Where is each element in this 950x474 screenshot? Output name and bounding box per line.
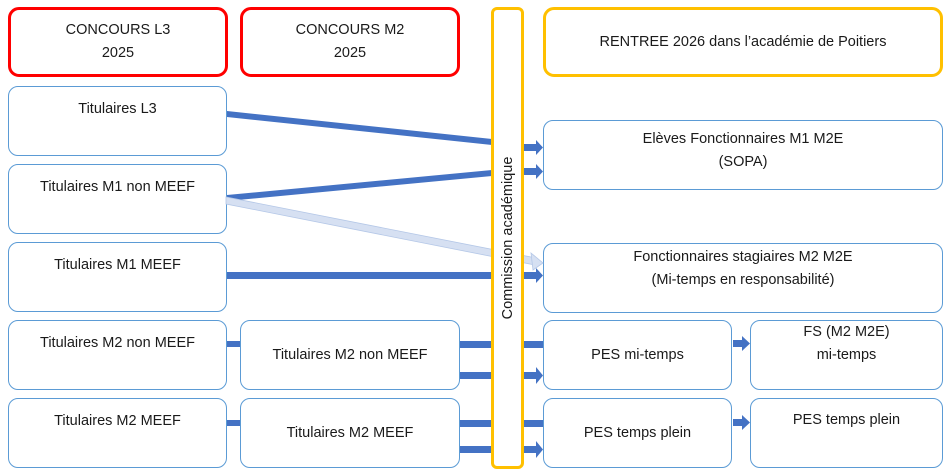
box-m2-titulaires-m2-non-meef: Titulaires M2 non MEEF [240, 320, 460, 390]
label-m2-titulaires-m2-meef: Titulaires M2 MEEF [286, 424, 414, 441]
label-titulaires-m2-meef: Titulaires M2 MEEF [54, 413, 181, 429]
label-eleves-line2: (SOPA) [718, 154, 768, 170]
rentree-header: RENTREE 2026 dans l’académie de Poitiers [543, 7, 943, 77]
box-fs-mi-temps: FS (M2 M2E) mi-temps [750, 320, 943, 390]
connector-m2col-nonmeef-b [460, 372, 492, 379]
label-titulaires-m2-non-meef: Titulaires M2 non MEEF [40, 335, 195, 351]
box-eleves-fonctionnaires: Elèves Fonctionnaires M1 M2E (SOPA) [543, 120, 943, 190]
box-titulaires-l3: Titulaires L3 [8, 86, 227, 156]
label-m2-titulaires-m2-non-meef: Titulaires M2 non MEEF [272, 346, 428, 363]
arrow-pes-plein-to-next [733, 415, 750, 430]
arrow-to-pes-temps-plein [524, 441, 543, 458]
box-titulaires-m2-meef: Titulaires M2 MEEF [8, 398, 227, 468]
connector-m2nonmeef-to-m2 [227, 341, 240, 347]
label-stagiaires-line2: (Mi-temps en responsabilité) [651, 272, 835, 288]
connector-m1nonmeef-to-commission [227, 170, 492, 201]
label-eleves-line1: Elèves Fonctionnaires M1 M2E [642, 131, 844, 147]
arrow-to-eleves-1 [524, 140, 543, 155]
label-fs-line1: FS (M2 M2E) [803, 324, 890, 340]
connector-m2meef-to-m2 [227, 420, 240, 426]
label-pes-temps-plein-next: PES temps plein [792, 412, 901, 428]
connector-l3-to-commission [227, 111, 492, 145]
label-titulaires-m1-meef: Titulaires M1 MEEF [54, 257, 181, 273]
label-stagiaires-line1: Fonctionnaires stagiaires M2 M2E [633, 249, 853, 265]
concours-m2-header: CONCOURS M2 2025 [240, 7, 460, 77]
connector-commission-to-pes-mi-temps-a [524, 341, 543, 348]
arrow-pes-mi-temps-to-fs [733, 336, 750, 351]
concours-m2-title: CONCOURS M2 [295, 22, 405, 38]
rentree-title: RENTREE 2026 dans l’académie de Poitiers [599, 33, 887, 50]
label-pes-mi-temps: PES mi-temps [591, 346, 684, 363]
arrow-to-stagiaires [524, 268, 543, 283]
concours-l3-title: CONCOURS L3 [65, 22, 171, 38]
commission-academique-bar: Commission académique [491, 7, 524, 469]
box-pes-temps-plein: PES temps plein [543, 398, 732, 468]
box-pes-mi-temps: PES mi-temps [543, 320, 732, 390]
label-pes-temps-plein: PES temps plein [583, 424, 692, 441]
connector-commission-to-pes-plein-a [524, 420, 543, 427]
box-fonctionnaires-stagiaires: Fonctionnaires stagiaires M2 M2E (Mi-tem… [543, 243, 943, 313]
concours-m2-year: 2025 [333, 45, 367, 61]
label-titulaires-l3: Titulaires L3 [78, 101, 157, 117]
box-titulaires-m2-non-meef: Titulaires M2 non MEEF [8, 320, 227, 390]
connector-m2col-nonmeef-a [460, 341, 492, 348]
label-fs-line2: mi-temps [816, 347, 877, 363]
label-titulaires-m1-non-meef: Titulaires M1 non MEEF [40, 179, 195, 195]
connector-m2col-meef-b [460, 446, 492, 453]
connector-m2col-meef-a [460, 420, 492, 427]
arrow-to-eleves-2 [524, 164, 543, 179]
commission-label: Commission académique [499, 156, 516, 320]
box-titulaires-m1-meef: Titulaires M1 MEEF [8, 242, 227, 312]
connector-m1meef-to-commission [227, 272, 492, 279]
box-pes-temps-plein-next: PES temps plein [750, 398, 943, 468]
box-titulaires-m1-non-meef: Titulaires M1 non MEEF [8, 164, 227, 234]
concours-l3-header: CONCOURS L3 2025 [8, 7, 228, 77]
box-m2-titulaires-m2-meef: Titulaires M2 MEEF [240, 398, 460, 468]
concours-l3-year: 2025 [101, 45, 135, 61]
arrow-to-pes-mi-temps [524, 367, 543, 384]
